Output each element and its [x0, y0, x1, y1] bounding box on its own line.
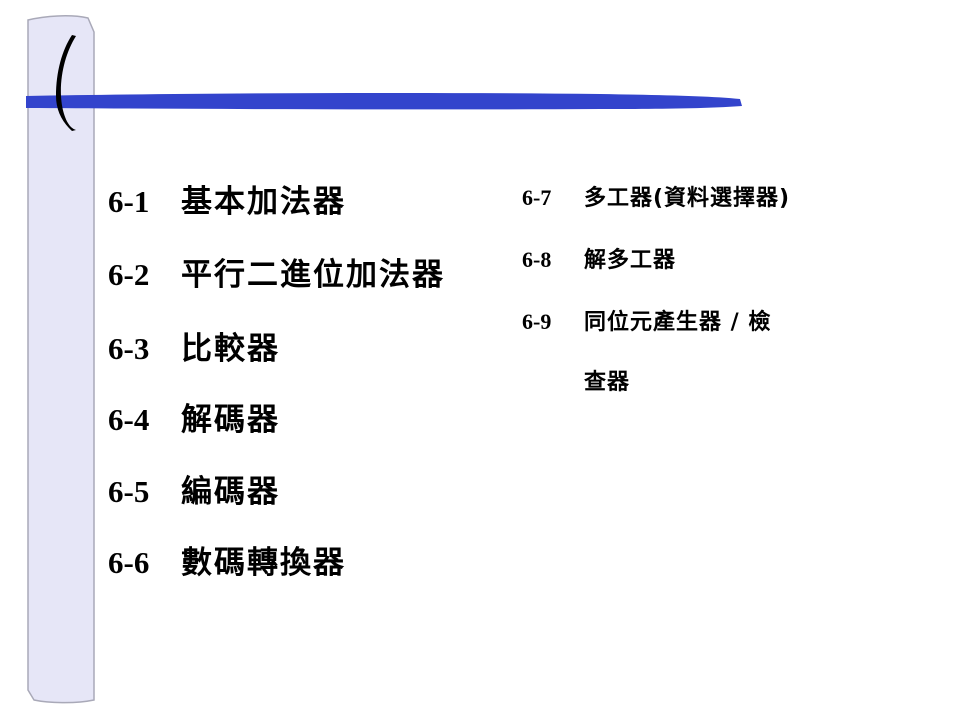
accent-bar [26, 92, 742, 110]
section-item: 6-1 基本加法器 [108, 176, 346, 221]
section-title: 解多工器 [584, 248, 677, 273]
section-item-continued: 查器 [522, 364, 630, 396]
section-item: 6-5 編碼器 [108, 466, 280, 511]
section-item: 6-8 解多工器 [522, 242, 676, 274]
section-number: 6-7 [522, 185, 552, 210]
sidebar-panel [27, 15, 95, 704]
section-title: 解碼器 [181, 402, 280, 438]
section-number: 6-3 [108, 331, 150, 366]
section-item: 6-6 數碼轉換器 [108, 537, 346, 582]
section-number: 6-5 [108, 474, 150, 509]
section-number: 6-6 [108, 545, 150, 580]
section-number: 6-4 [108, 402, 150, 437]
section-item: 6-2 平行二進位加法器 [108, 249, 445, 294]
section-title: 比較器 [181, 331, 280, 367]
section-item: 6-4 解碼器 [108, 394, 280, 439]
section-number: 6-9 [522, 309, 552, 334]
section-title: 多工器(資料選擇器) [584, 186, 791, 211]
section-item: 6-3 比較器 [108, 323, 280, 368]
section-number: 6-8 [522, 247, 552, 272]
section-number: 6-2 [108, 257, 150, 292]
section-title: 同位元產生器 / 檢 [584, 310, 772, 335]
section-number: 6-1 [108, 184, 150, 219]
bracket-stroke [56, 35, 76, 131]
section-title: 編碼器 [181, 474, 280, 510]
section-title: 數碼轉換器 [181, 545, 346, 581]
section-item: 6-9 同位元產生器 / 檢 [522, 304, 771, 336]
section-title: 查器 [584, 370, 631, 395]
section-title: 平行二進位加法器 [181, 257, 445, 293]
section-title: 基本加法器 [181, 184, 346, 220]
section-item: 6-7 多工器(資料選擇器) [522, 180, 790, 212]
